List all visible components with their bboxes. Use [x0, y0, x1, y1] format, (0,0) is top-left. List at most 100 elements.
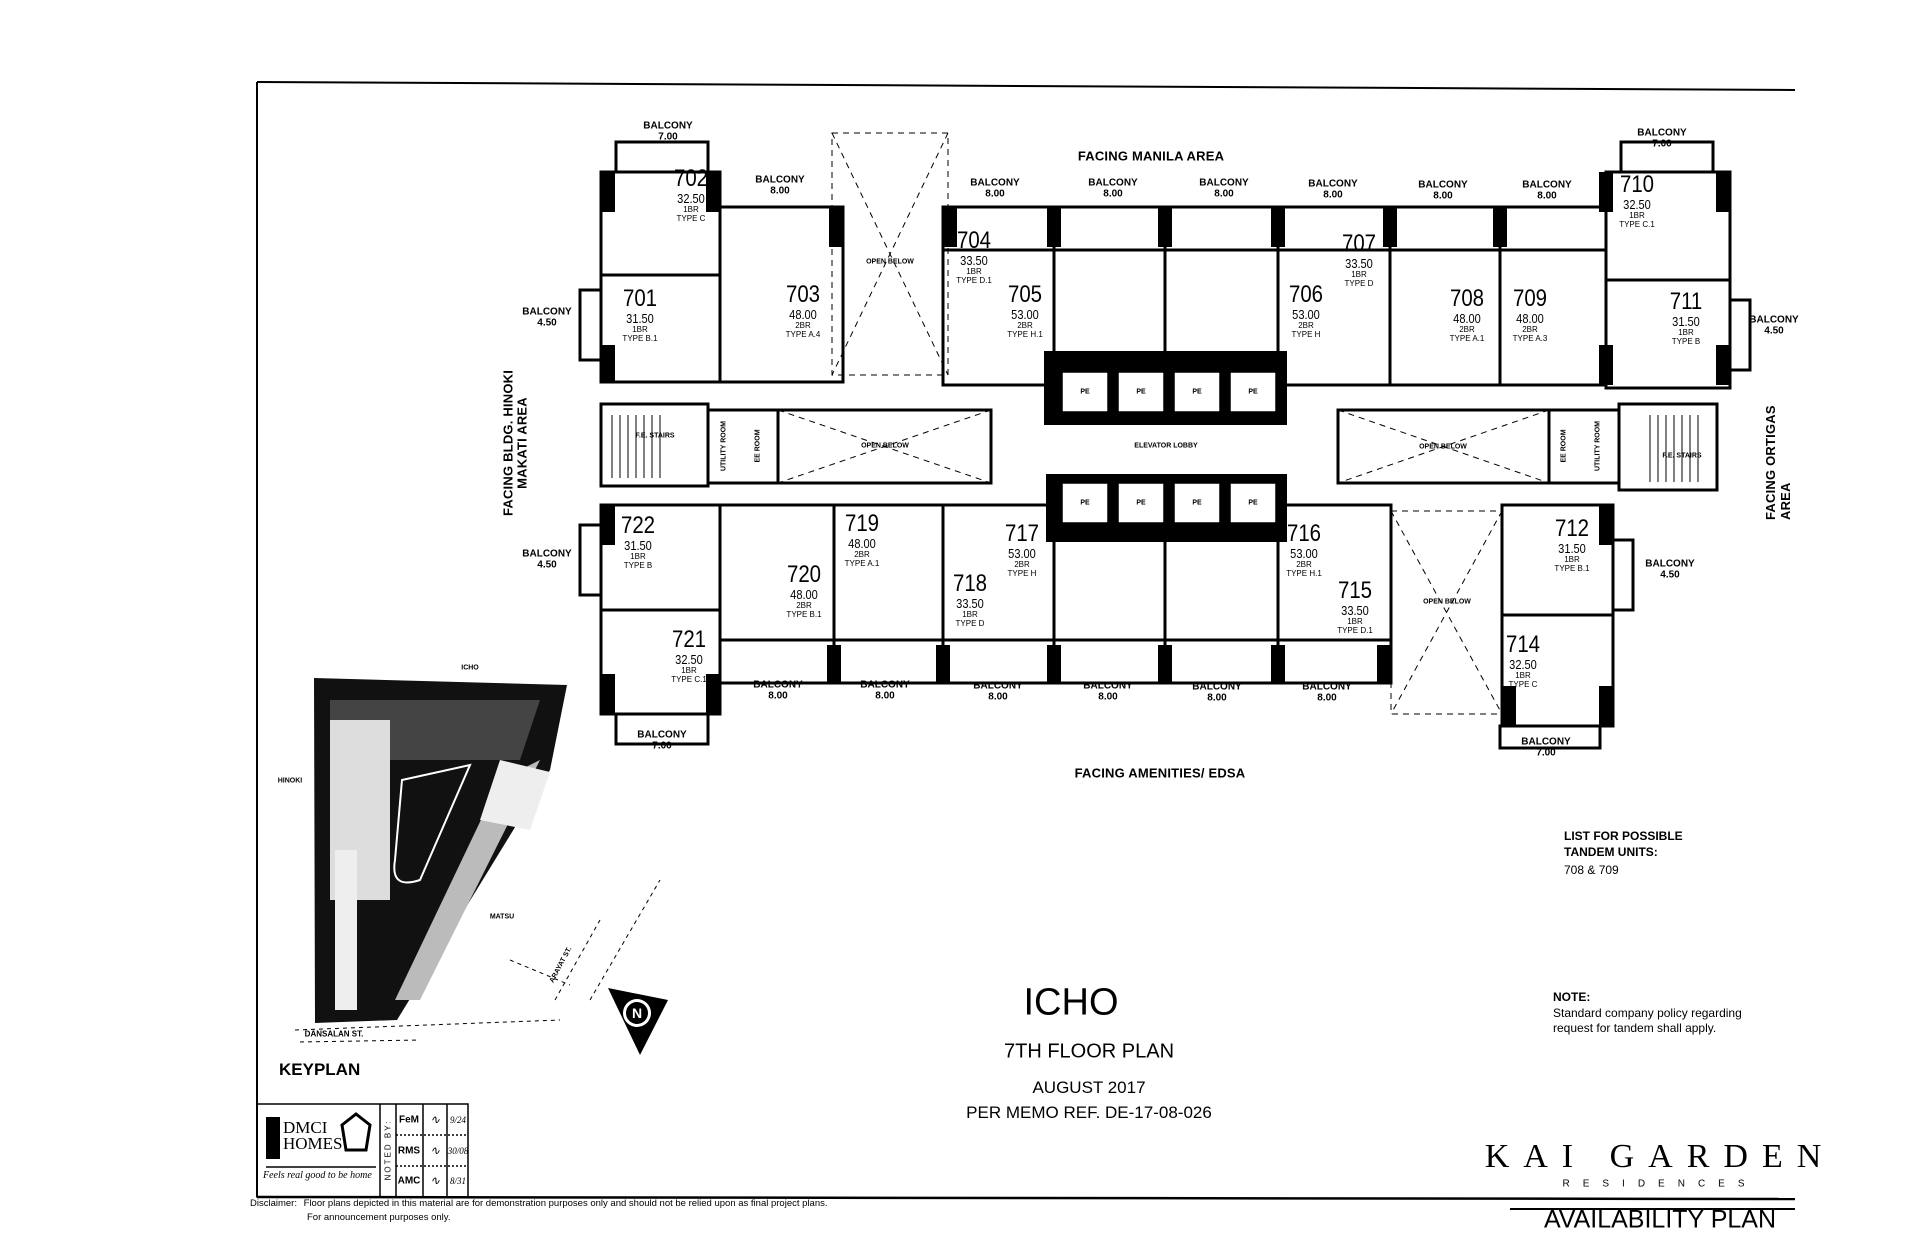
north-label: N [631, 1005, 643, 1021]
title-block-grid [256, 1103, 469, 1198]
unit-br: 2BR [795, 321, 811, 330]
ee-room-label: EE ROOM [754, 429, 762, 463]
unit-no: 716 [1286, 520, 1322, 547]
keyplan-right-label: MATSU [489, 913, 515, 921]
unit-br: 1BR [630, 552, 646, 561]
unit-area: 32.50 [677, 191, 705, 206]
unit-no: 703 [785, 281, 821, 308]
disclaimer-line2: For announcement purposes only. [307, 1212, 451, 1224]
noted-by-label: NOTED BY: [383, 1119, 393, 1181]
noted-by-date: 8/31 [449, 1176, 467, 1186]
balcony-label: BALCONY [637, 729, 687, 741]
balcony-size: 8.00 [1207, 692, 1227, 703]
balcony-label: BALCONY [755, 174, 805, 186]
unit-br: 1BR [966, 267, 982, 276]
unit-type: TYPE B.1 [1554, 564, 1590, 573]
unit-area: 33.50 [960, 253, 988, 268]
open-below-label: OPEN BELOW [1423, 598, 1471, 606]
unit-br: 1BR [1629, 211, 1645, 220]
unit-br: 1BR [1515, 671, 1531, 680]
balcony-label: BALCONY [1302, 681, 1352, 693]
disclaimer-label: Disclaimer: [250, 1198, 297, 1209]
unit-no: 718 [952, 570, 988, 597]
utility-room-label: UTILITY ROOM [1594, 420, 1602, 472]
unit-br: 1BR [681, 666, 697, 675]
tandem-list: LIST FOR POSSIBLE TANDEM UNITS: 708 & 70… [1564, 828, 1683, 879]
tandem-units: 708 & 709 [1564, 863, 1619, 878]
unit-area: 48.00 [1516, 311, 1544, 326]
noted-by-name: FeM [399, 1114, 419, 1126]
elevator-lobby-label: ELEVATOR LOBBY [1134, 442, 1198, 450]
unit-no: 705 [1007, 281, 1043, 308]
balcony-size: 4.50 [1764, 325, 1784, 336]
elevator-cars [1061, 371, 1277, 524]
elevator-label: PE [1136, 388, 1146, 396]
unit-br: 2BR [854, 550, 870, 559]
disclaimer-line1: Floor plans depicted in this material ar… [303, 1198, 828, 1209]
signature-icon: ∿ [429, 1112, 441, 1127]
unit-br: 1BR [1347, 617, 1363, 626]
balcony-size: 7.00 [658, 131, 678, 142]
facing-bottom-label: FACING AMENITIES/ EDSA [1074, 765, 1246, 781]
note-block: NOTE: Standard company policy regarding … [1553, 990, 1742, 1037]
unit-type: TYPE A.1 [844, 559, 880, 568]
facing-top-label: FACING MANILA AREA [1077, 148, 1225, 164]
unit-type: TYPE B.1 [622, 334, 658, 343]
signature-icon: ∿ [429, 1143, 441, 1158]
unit-area: 53.00 [1292, 307, 1320, 322]
unit-no: 701 [622, 285, 658, 312]
balcony-size: 4.50 [537, 559, 557, 570]
balcony-label: BALCONY [522, 548, 572, 560]
unit-area: 53.00 [1008, 546, 1036, 561]
unit-area: 32.50 [1509, 657, 1537, 672]
unit-br: 1BR [1351, 270, 1367, 279]
logo-line1: DMCI [283, 1118, 328, 1137]
note-line2: request for tandem shall apply. [1553, 1021, 1717, 1036]
fe-stairs-label: F.E. STAIRS [1662, 452, 1702, 460]
balcony-label: BALCONY [1522, 179, 1572, 191]
unit-no: 709 [1512, 285, 1548, 312]
balcony-size: 8.00 [770, 185, 790, 196]
unit-br: 2BR [1296, 560, 1312, 569]
elevator-label: PE [1248, 499, 1258, 507]
unit-area: 32.50 [1623, 197, 1651, 212]
unit-type: TYPE B.1 [786, 610, 822, 619]
balcony-size: 8.00 [768, 690, 788, 701]
unit-br: 2BR [1522, 325, 1538, 334]
building-title: ICHO [1023, 981, 1119, 1024]
noted-by-date: 30/08 [447, 1146, 469, 1156]
memo-ref: PER MEMO REF. DE-17-08-026 [966, 1103, 1212, 1122]
unit-no: 707 [1341, 230, 1377, 257]
north-arrow-icon [608, 988, 668, 1055]
logo-line2: HOMES [283, 1134, 343, 1154]
balcony-size: 7.00 [1536, 747, 1556, 758]
elevator-label: PE [1080, 499, 1090, 507]
unit-br: 1BR [1564, 555, 1580, 564]
balcony-size: 8.00 [1214, 188, 1234, 199]
fe-stairs-label: F.E. STAIRS [635, 432, 675, 440]
balcony-size: 8.00 [875, 690, 895, 701]
open-below-label: OPEN BELOW [866, 258, 914, 266]
unit-no: 712 [1554, 515, 1590, 542]
balcony-label: BALCONY [970, 177, 1020, 189]
unit-type: TYPE B [623, 561, 653, 570]
